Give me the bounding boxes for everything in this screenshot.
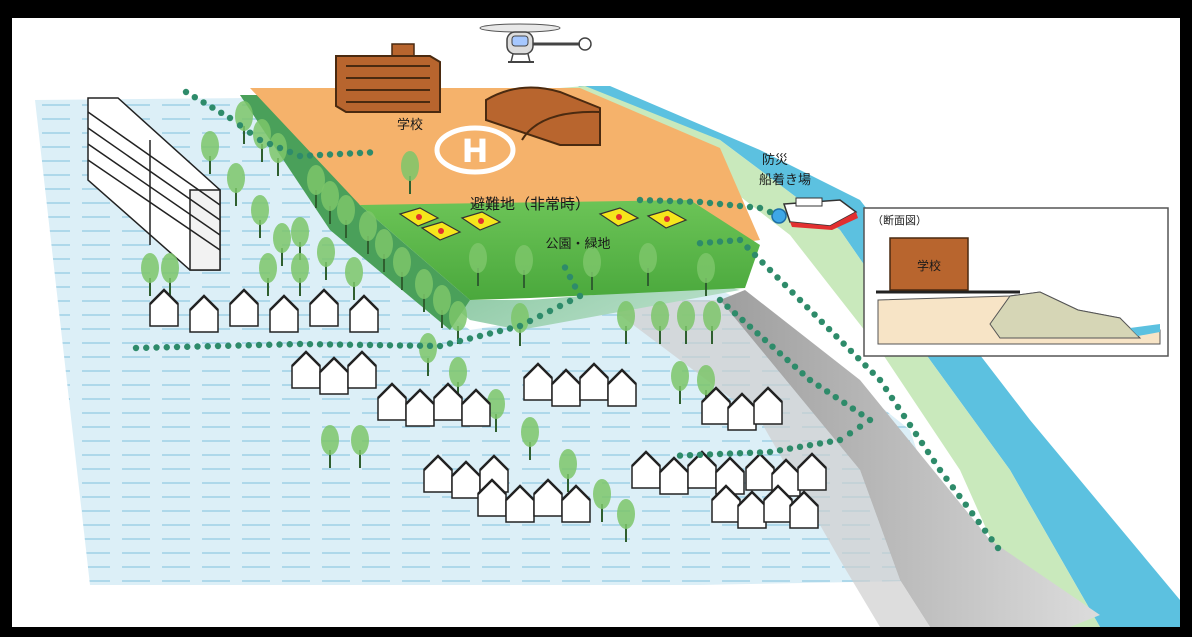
tree-icon <box>515 245 533 288</box>
house-icon <box>433 382 463 421</box>
house-icon <box>189 294 219 333</box>
tree-icon <box>651 301 669 344</box>
cross-section-inset: （断面図） 学校 <box>863 207 1169 357</box>
park-label: 公園・緑地 <box>545 237 610 252</box>
house-icon <box>291 350 321 389</box>
evacuation-routes <box>132 88 1002 552</box>
levee-wall <box>720 290 1100 627</box>
evacuation-label: 避難地（非常時） <box>470 195 590 213</box>
tree-icon <box>677 301 695 344</box>
tree-icon <box>201 131 219 174</box>
tree-icon <box>375 229 393 272</box>
tree-icon <box>487 389 505 432</box>
house-icon <box>631 450 661 489</box>
houses-layer <box>149 288 827 529</box>
gymnasium-building <box>485 86 601 146</box>
inset-school-label: 学校 <box>917 258 941 273</box>
tree-icon <box>521 417 539 460</box>
bottom-frame <box>0 627 1192 637</box>
right-frame <box>1180 0 1192 637</box>
house-icon <box>269 294 299 333</box>
house-icon <box>479 454 509 493</box>
tree-icon <box>317 237 335 280</box>
tree-icon <box>617 499 635 542</box>
inset-title: （断面図） <box>872 213 927 227</box>
tree-icon <box>583 247 601 290</box>
house-icon <box>753 386 783 425</box>
school-building <box>335 43 441 113</box>
house-icon <box>763 484 793 523</box>
helicopter-icon <box>479 23 592 63</box>
house-icon <box>523 362 553 401</box>
boat-icon <box>782 197 858 230</box>
svg-text:H: H <box>462 132 489 170</box>
tree-icon <box>559 449 577 492</box>
tree-icon <box>307 165 325 208</box>
trees-layer <box>141 101 721 542</box>
house-icon <box>149 288 179 327</box>
tree-icon <box>415 269 433 312</box>
house-icon <box>461 388 491 427</box>
park-area <box>360 200 760 300</box>
tree-icon <box>351 425 369 468</box>
house-icon <box>551 368 581 407</box>
tree-icon <box>291 253 309 296</box>
tree-icon <box>251 195 269 238</box>
boat-landing-label-1: 防災 <box>762 152 788 168</box>
house-icon <box>607 368 637 407</box>
tree-icon <box>161 253 179 296</box>
house-icon <box>423 454 453 493</box>
tree-icon <box>697 253 715 296</box>
tree-icon <box>511 303 529 346</box>
tree-icon <box>321 425 339 468</box>
tree-icon <box>227 163 245 206</box>
tree-icon <box>345 257 363 300</box>
boat-landing-label-2: 船着き場 <box>759 172 811 188</box>
house-icon <box>349 294 379 333</box>
tree-icon <box>141 253 159 296</box>
house-icon <box>797 452 827 491</box>
tree-icon <box>617 301 635 344</box>
levee-shadow <box>600 300 930 627</box>
house-icon <box>347 350 377 389</box>
river-embankment <box>560 86 1100 627</box>
school-label: 学校 <box>397 117 423 133</box>
tree-icon <box>671 361 689 404</box>
tree-icon <box>259 253 277 296</box>
house-icon <box>229 288 259 327</box>
tree-icon <box>337 195 355 238</box>
tree-icon <box>359 211 377 254</box>
apartment-building <box>87 97 221 271</box>
top-frame <box>0 0 1192 18</box>
house-icon <box>789 490 819 529</box>
landing-point <box>771 208 787 224</box>
tree-icon <box>469 243 487 286</box>
house-icon <box>309 288 339 327</box>
left-frame <box>0 0 12 637</box>
tree-icon <box>593 479 611 522</box>
tree-icon <box>639 243 657 286</box>
tree-icon <box>433 285 451 328</box>
tree-icon <box>273 223 291 266</box>
inset-school-block <box>889 237 969 291</box>
tree-icon <box>321 181 339 224</box>
house-icon <box>477 478 507 517</box>
levee-slope-left <box>240 95 470 330</box>
river <box>578 86 1180 627</box>
helipad-icon: H <box>434 125 516 175</box>
tree-icon <box>703 301 721 344</box>
tent-markers <box>416 214 670 234</box>
tree-icon <box>393 247 411 290</box>
house-icon <box>561 484 591 523</box>
house-icon <box>715 456 745 495</box>
tree-icon <box>401 151 419 194</box>
house-icon <box>727 392 757 431</box>
